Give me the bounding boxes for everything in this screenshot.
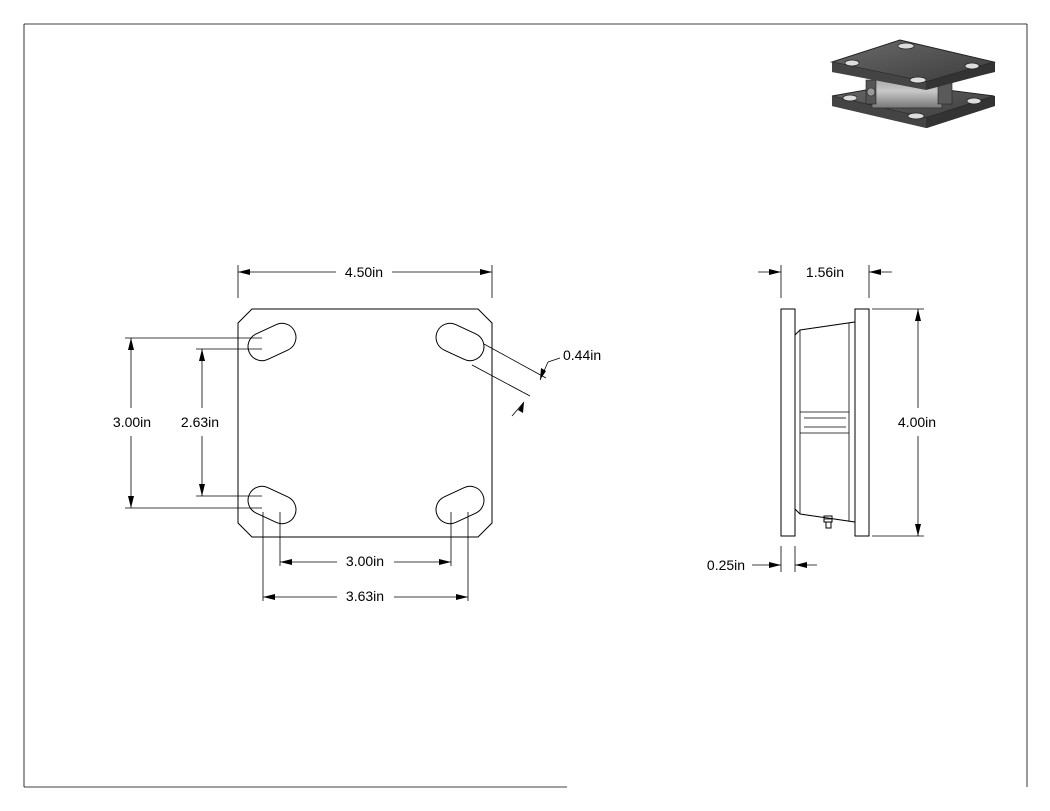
dim-depth: 1.56in <box>758 264 892 298</box>
width-label: 4.50in <box>345 264 383 280</box>
center-body <box>794 321 856 523</box>
dim-plate-thickness: 0.25in <box>707 546 817 573</box>
inner-spacing-label: 3.00in <box>346 553 384 569</box>
slot-width-label: 0.44in <box>563 347 601 363</box>
slot-top-left <box>247 322 297 362</box>
dim-inner-spacing: 3.00in <box>279 512 452 569</box>
dim-outer-spacing: 3.63in <box>262 512 469 604</box>
slot-bottom-right <box>435 485 485 525</box>
dim-inner-height: 2.63in <box>181 348 262 497</box>
outer-height-label: 3.00in <box>113 414 151 430</box>
height-label: 4.00in <box>898 414 936 430</box>
side-view: 1.56in 4.00in 0.25in <box>707 264 936 573</box>
slot-top-right <box>435 322 485 362</box>
dim-width: 4.50in <box>237 264 493 298</box>
dim-height: 4.00in <box>872 308 936 537</box>
top-view: 4.50in 3.00in 2.63in <box>113 264 601 604</box>
dim-outer-height: 3.00in <box>113 337 262 509</box>
right-plate <box>854 308 870 537</box>
outer-spacing-label: 3.63in <box>346 588 384 604</box>
depth-label: 1.56in <box>806 264 844 280</box>
isometric-preview <box>830 39 996 128</box>
drawing-frame <box>23 23 1028 788</box>
grease-fitting <box>823 515 833 529</box>
dim-slot-width: 0.44in <box>471 343 601 417</box>
slot-bottom-left <box>247 485 297 525</box>
inner-height-label: 2.63in <box>181 414 219 430</box>
plate-thickness-label: 0.25in <box>707 557 745 573</box>
mounting-plate-outline <box>237 308 493 538</box>
left-plate <box>780 308 796 537</box>
